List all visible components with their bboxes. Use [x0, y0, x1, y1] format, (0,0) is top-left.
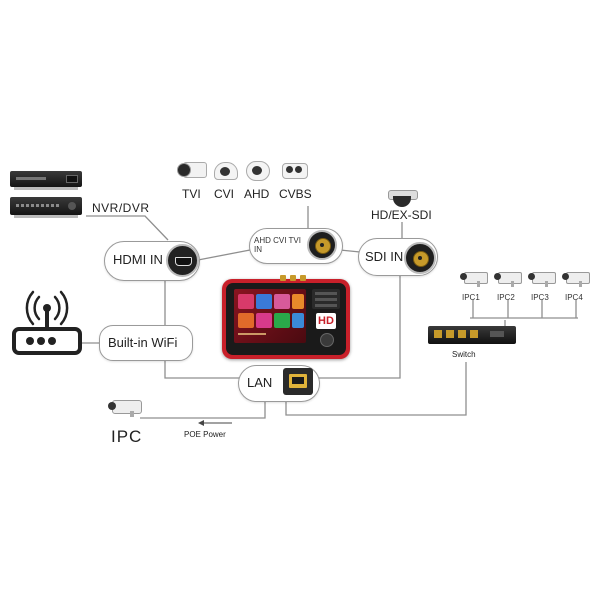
- cvi-label: CVI: [214, 187, 235, 201]
- sdi-bnc-icon: [404, 242, 436, 274]
- wire-nvr-hdmi: [86, 215, 169, 241]
- ipc-bullet-camera-icon: [108, 396, 142, 418]
- wire-hdmi-lan: [164, 275, 240, 379]
- cvbs-camera-icon: [282, 160, 308, 182]
- analog-in-label: AHD CVI TVI IN: [254, 236, 304, 254]
- ipc-label: IPC: [111, 427, 143, 446]
- dvr-device-top: [10, 171, 82, 191]
- tester-device: HD: [222, 275, 350, 361]
- ipc3-label: IPC3: [531, 293, 549, 302]
- ipc3-camera-icon: [528, 268, 556, 288]
- analog-bnc-icon: [307, 230, 337, 260]
- wire-hdmi-analog: [197, 249, 251, 261]
- sdi-in-label: SDI IN: [365, 249, 404, 264]
- nvr-dvr-label: NVR/DVR: [92, 201, 150, 215]
- wire-sdi-lan: [318, 272, 401, 379]
- analog-in-label-text: AHD CVI TVI IN: [254, 236, 301, 254]
- sdi-dome-camera-icon: [388, 190, 418, 208]
- ipc4-camera-icon: [562, 268, 590, 288]
- ipc1-camera-icon: [460, 268, 488, 288]
- hd-ex-sdi-label: HD/EX-SDI: [371, 208, 432, 222]
- ipc4-label: IPC4: [565, 293, 583, 302]
- nvr-device-bottom: [10, 197, 82, 219]
- cvi-camera-icon: [213, 160, 238, 182]
- wire-lan-switch: [285, 362, 467, 416]
- switch-label: Switch: [452, 350, 476, 359]
- ahd-camera-icon: [245, 160, 270, 182]
- builtin-wifi-box: [99, 325, 193, 361]
- ipc1-label: IPC1: [462, 293, 480, 302]
- wifi-router-icon: [12, 289, 82, 357]
- network-switch-icon: [428, 324, 516, 346]
- builtin-wifi-label: Built-in WiFi: [108, 335, 178, 350]
- rj45-port-icon: [283, 368, 313, 395]
- wire-analog-sdi: [339, 249, 361, 253]
- tester-hd-badge: HD: [318, 315, 334, 327]
- poe-power-label: POE Power: [184, 430, 226, 439]
- ipc2-label: IPC2: [497, 293, 515, 302]
- tvi-label: TVI: [182, 187, 201, 201]
- lan-label: LAN: [247, 375, 273, 390]
- ahd-label: AHD: [244, 187, 270, 201]
- cvbs-label: CVBS: [279, 187, 312, 201]
- hdmi-connector-icon: [166, 244, 199, 277]
- ipc2-camera-icon: [494, 268, 522, 288]
- tester-screen: [234, 289, 306, 343]
- hdmi-in-label: HDMI IN: [113, 252, 163, 267]
- wire-lan-ipc: [140, 400, 266, 419]
- tvi-camera-icon: [177, 160, 207, 180]
